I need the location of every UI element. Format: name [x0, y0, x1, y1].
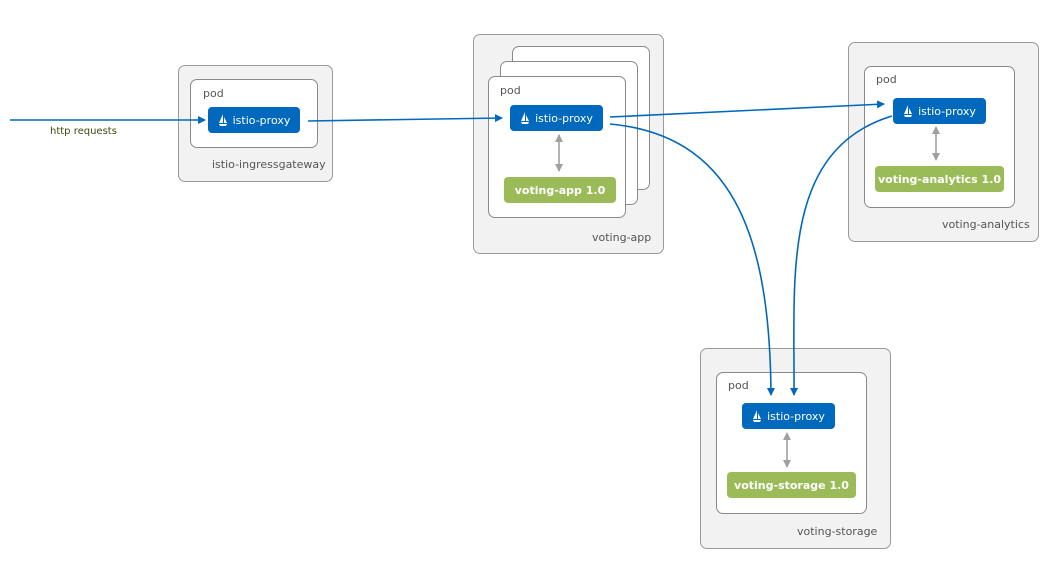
- pod-voting-storage: pod istio-proxy voting-storage 1.0: [716, 372, 867, 514]
- pod-voting-analytics: pod istio-proxy voting-analytics 1.0: [864, 66, 1015, 208]
- istio-proxy-voting-app: istio-proxy: [510, 105, 603, 131]
- deployment-voting-storage: pod istio-proxy voting-storage 1.0 votin…: [700, 348, 891, 549]
- proxy-label: istio-proxy: [918, 104, 976, 118]
- pod-label: pod: [876, 73, 897, 86]
- istio-sail-icon: [521, 112, 530, 124]
- deployment-label: voting-app: [592, 231, 652, 244]
- istio-proxy-voting-analytics: istio-proxy: [893, 98, 986, 124]
- proxy-label: istio-proxy: [232, 113, 291, 127]
- http-requests-label: http requests: [50, 126, 117, 137]
- istio-sail-icon: [218, 114, 227, 126]
- app-voting-app: voting-app 1.0: [504, 177, 616, 203]
- pod-label: pod: [728, 379, 749, 392]
- deployment-istio-ingressgateway: pod istio-proxy istio-ingressgateway: [178, 65, 333, 182]
- app-label: voting-storage 1.0: [734, 478, 849, 492]
- deployment-label: voting-analytics: [942, 218, 1030, 231]
- istio-sail-icon: [753, 410, 762, 422]
- istio-sail-icon: [904, 105, 913, 117]
- deployment-label: istio-ingressgateway: [212, 158, 326, 171]
- pod-ingressgateway: pod istio-proxy: [190, 79, 318, 148]
- pod-voting-app: pod istio-proxy voting-app 1.0: [488, 76, 626, 218]
- app-voting-analytics: voting-analytics 1.0: [875, 166, 1004, 192]
- deployment-voting-analytics: pod istio-proxy voting-analytics 1.0 vot…: [848, 42, 1039, 242]
- app-voting-storage: voting-storage 1.0: [727, 472, 856, 498]
- proxy-label: istio-proxy: [535, 111, 593, 125]
- pod-label: pod: [203, 87, 224, 100]
- app-label: voting-app 1.0: [514, 183, 606, 197]
- proxy-label: istio-proxy: [767, 409, 825, 423]
- istio-proxy-voting-storage: istio-proxy: [742, 403, 835, 429]
- pod-label: pod: [500, 84, 521, 97]
- istio-proxy-ingressgateway: istio-proxy: [208, 107, 300, 133]
- app-label: voting-analytics 1.0: [877, 172, 1002, 186]
- deployment-label: voting-storage: [797, 525, 878, 538]
- deployment-voting-app: pod istio-proxy voting-app 1.0 voting-ap…: [473, 34, 664, 254]
